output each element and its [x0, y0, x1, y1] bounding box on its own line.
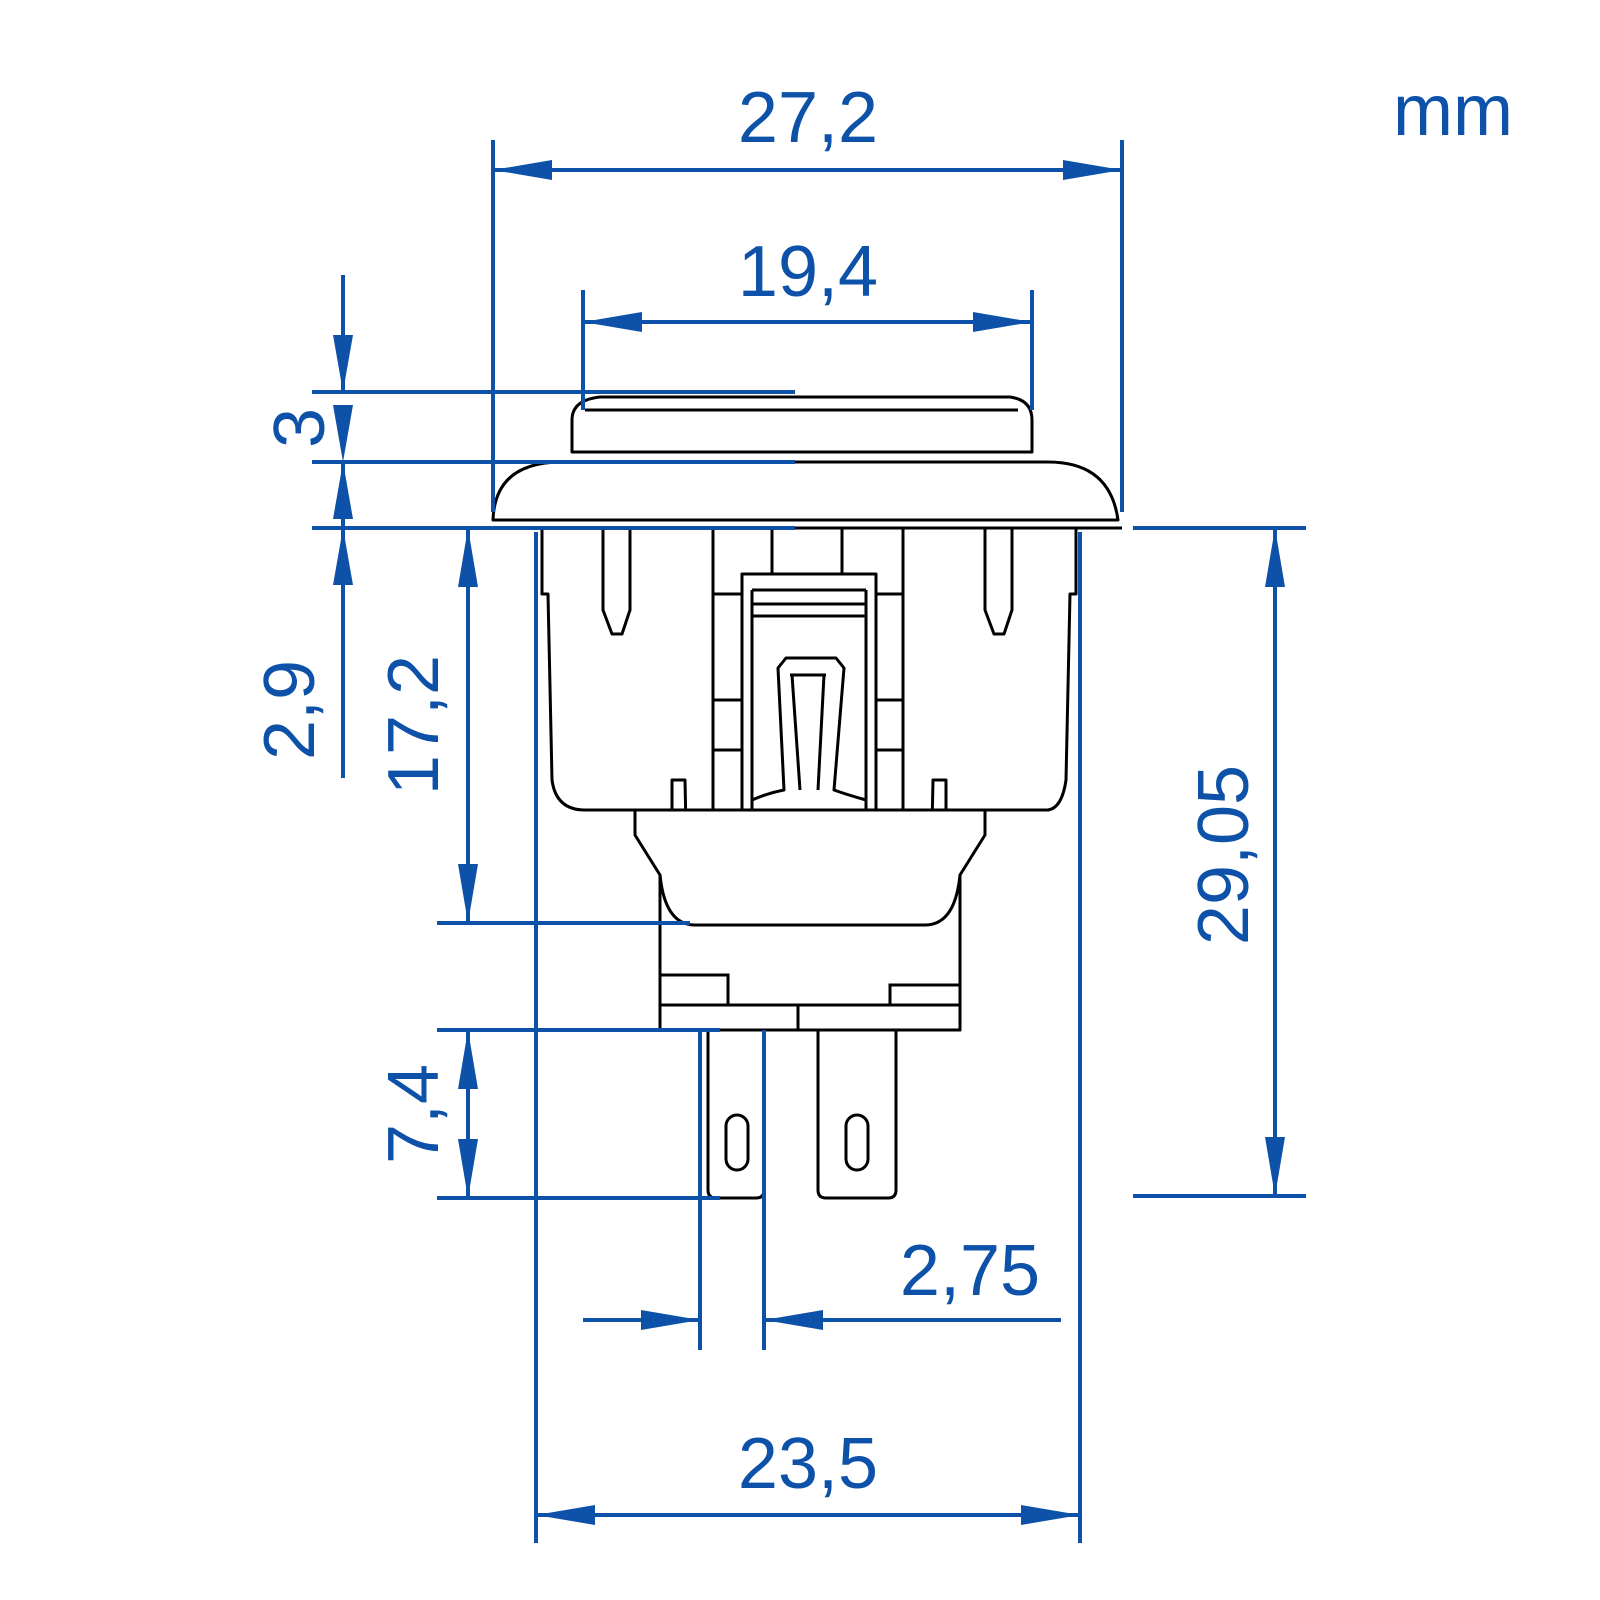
dimension-flange-thickness: 2,9 [250, 462, 795, 778]
arrowhead [458, 1030, 478, 1089]
arrowhead [764, 1310, 823, 1330]
terminal-hole-right [844, 1113, 870, 1172]
dimension-cap-width: 19,4 [581, 232, 1034, 410]
dimension-text: 17,2 [374, 655, 454, 795]
arrowhead [458, 864, 478, 923]
terminal-hole-left [724, 1113, 750, 1172]
dimension-terminal-length: 7,4 [374, 1028, 720, 1200]
dimension-body-width: 23,5 [534, 532, 1082, 1543]
actuator-detail [790, 673, 826, 791]
button-cap [570, 395, 1034, 454]
dimension-layer: mm 27,2 19,4 3 [250, 71, 1513, 1543]
arrowhead [458, 528, 478, 587]
dimension-cap-height: 3 [260, 275, 795, 464]
latch-pin-left [601, 526, 632, 636]
arrowhead [1265, 528, 1285, 587]
dimension-text: 2,9 [250, 660, 330, 760]
dimension-text: 7,4 [374, 1064, 454, 1164]
dimension-overall-height: 29,05 [1133, 526, 1306, 1198]
arrowhead [536, 1505, 595, 1525]
switch-outline [490, 395, 1122, 1200]
arrowhead [1021, 1505, 1080, 1525]
dimension-text: 19,4 [738, 232, 878, 312]
arrowhead [333, 405, 353, 462]
arrowhead [333, 335, 353, 392]
dimension-terminal-width: 2,75 [583, 1030, 1061, 1350]
dimension-text: 27,2 [738, 78, 878, 158]
arrowhead [1265, 1137, 1285, 1196]
dimension-text: 23,5 [738, 1424, 878, 1504]
flange [491, 460, 1120, 522]
arrowhead [458, 1139, 478, 1198]
arrowhead [973, 312, 1032, 332]
arrowhead [333, 462, 353, 519]
unit-label: mm [1393, 71, 1513, 151]
arrowhead [493, 160, 552, 180]
arrowhead [1063, 160, 1122, 180]
arrowhead [641, 1310, 700, 1330]
dimension-text: 2,75 [900, 1231, 1040, 1311]
column-stem [770, 528, 844, 574]
arrowhead [333, 528, 353, 585]
dimension-body-height: 17,2 [374, 528, 690, 925]
latch-pin-right [983, 526, 1014, 636]
dimension-text: 29,05 [1184, 765, 1264, 945]
dimension-overall-flange-width: 27,2 [491, 78, 1124, 512]
lower-block-inner [658, 873, 962, 1032]
arrowhead [583, 312, 642, 332]
dimension-text: 3 [260, 408, 340, 448]
